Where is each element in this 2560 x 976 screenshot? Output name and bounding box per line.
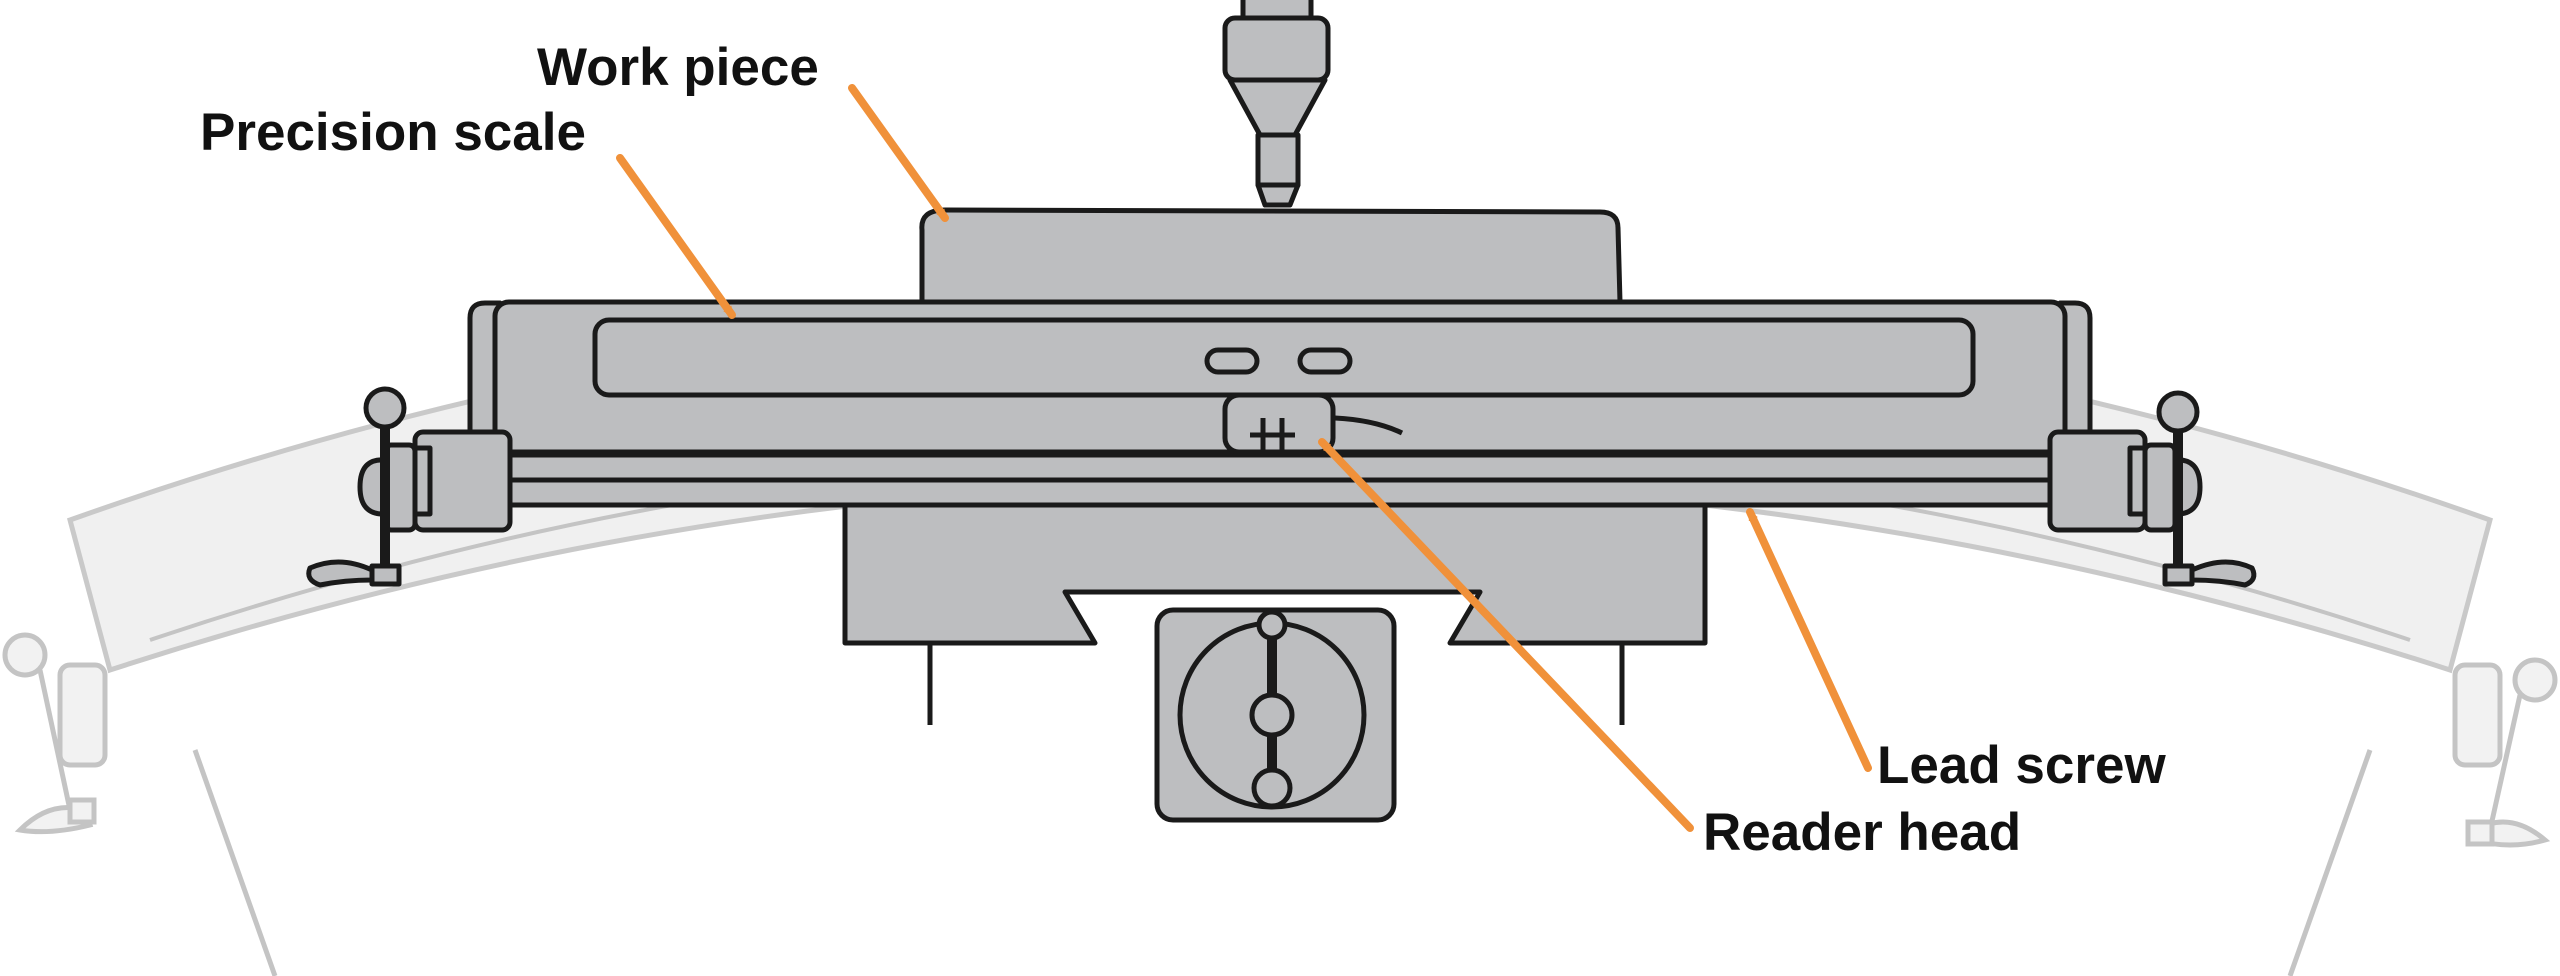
ghost-leg-left bbox=[192, 749, 278, 976]
ghost-leg-right bbox=[2287, 749, 2373, 976]
label-lead-screw: Lead screw bbox=[1877, 736, 2166, 795]
arrow-lead-screw bbox=[1746, 508, 1872, 772]
cross-feed-handwheel bbox=[1154, 607, 1397, 823]
table-slot-right bbox=[1297, 347, 1353, 375]
ghost-crank-right bbox=[2452, 657, 2558, 848]
precision-scale bbox=[592, 317, 1976, 398]
label-reader-head: Reader head bbox=[1703, 803, 2021, 862]
arrow-reader-head bbox=[1318, 438, 1694, 832]
arrow-precision-scale bbox=[616, 154, 736, 319]
handwheel-crank-left bbox=[306, 386, 513, 588]
work-piece bbox=[919, 207, 1623, 305]
reader-head bbox=[1222, 392, 1404, 455]
callout-labels: Work piece Precision scale Lead screw Re… bbox=[200, 38, 2166, 862]
spindle-cutter bbox=[1222, 0, 1331, 208]
label-work-piece: Work piece bbox=[537, 38, 819, 97]
handwheel-crank-right bbox=[2047, 390, 2257, 588]
lead-screw bbox=[417, 452, 2143, 508]
label-precision-scale: Precision scale bbox=[200, 103, 586, 162]
arrow-work-piece bbox=[848, 84, 949, 222]
table-slot-left bbox=[1204, 347, 1260, 375]
callout-arrows bbox=[616, 84, 1872, 832]
ghost-crank-left bbox=[2, 632, 108, 835]
